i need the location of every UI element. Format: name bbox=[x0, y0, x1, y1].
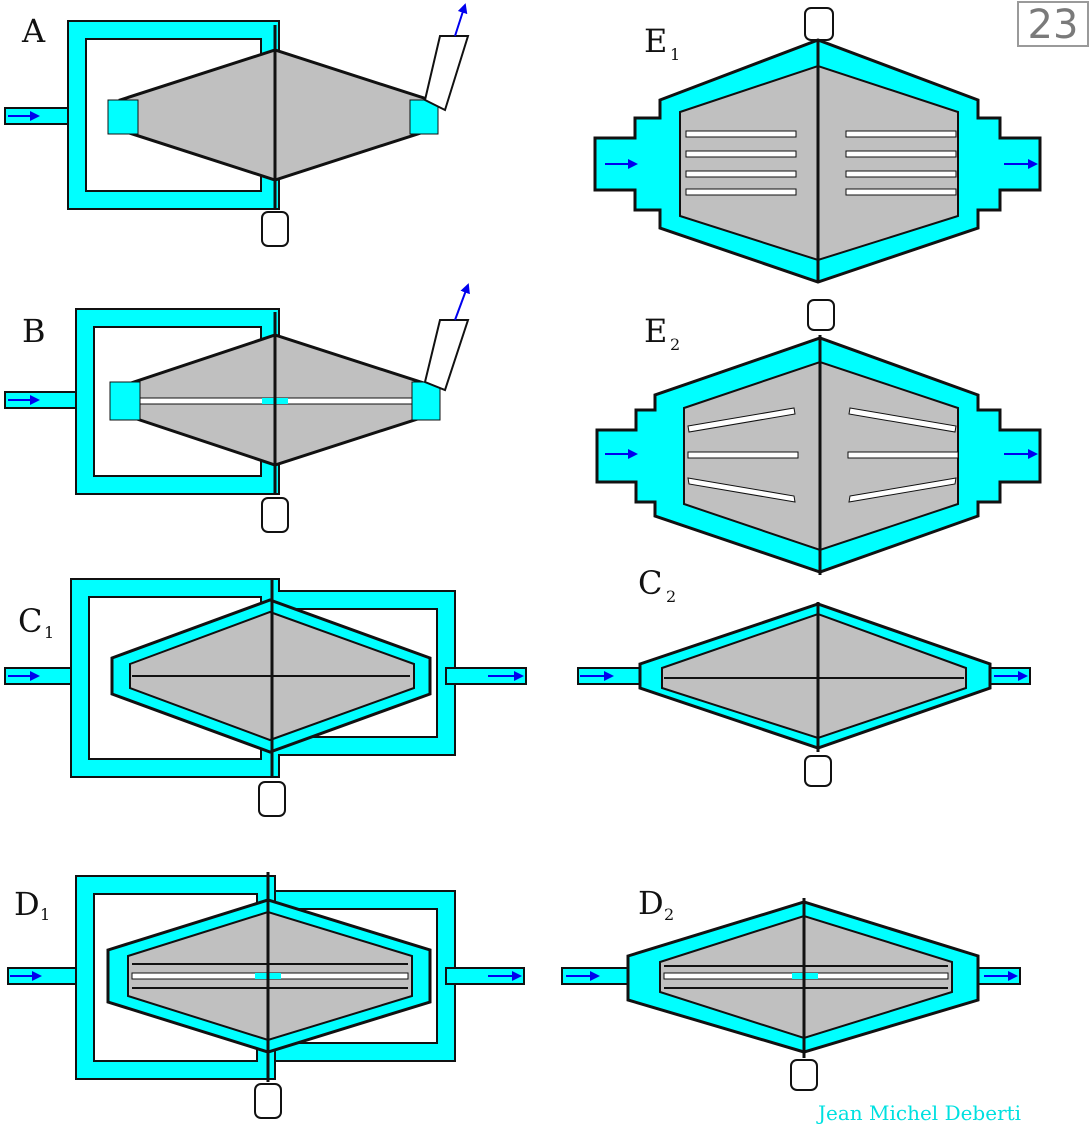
panel-label-d2: D bbox=[638, 884, 664, 922]
panel-d1: D 1 bbox=[7, 872, 525, 1119]
panel-label-c2: C bbox=[638, 564, 662, 602]
panel-label-a: A bbox=[21, 12, 46, 50]
panel-e2: E 2 bbox=[595, 299, 1042, 575]
panel-d2: D 2 bbox=[561, 884, 1021, 1091]
page-number-box: 23 bbox=[1017, 1, 1089, 48]
panel-e1: E 1 bbox=[593, 7, 1042, 284]
author-credit: Jean Michel Deberti bbox=[816, 1101, 1021, 1125]
panel-label-d1: D bbox=[14, 885, 40, 923]
e1-discs bbox=[685, 130, 957, 196]
panel-b: B bbox=[4, 283, 470, 533]
e2-discs bbox=[687, 407, 959, 503]
panel-sub-c1: 1 bbox=[44, 623, 54, 642]
panel-sub-e1: 1 bbox=[670, 45, 680, 64]
panel-c1: C 1 bbox=[4, 578, 527, 817]
panel-label-c1: C bbox=[18, 602, 42, 640]
panel-a: A bbox=[4, 3, 470, 247]
panel-sub-d2: 2 bbox=[664, 905, 674, 924]
panel-label-e1: E bbox=[644, 22, 667, 60]
panel-label-e2: E bbox=[644, 312, 667, 350]
page-number: 23 bbox=[1028, 2, 1079, 48]
panel-label-b: B bbox=[22, 312, 46, 350]
panel-sub-e2: 2 bbox=[670, 335, 680, 354]
panel-sub-c2: 2 bbox=[666, 587, 676, 606]
panel-c2: C 2 bbox=[577, 564, 1031, 787]
panel-sub-d1: 1 bbox=[40, 905, 50, 924]
